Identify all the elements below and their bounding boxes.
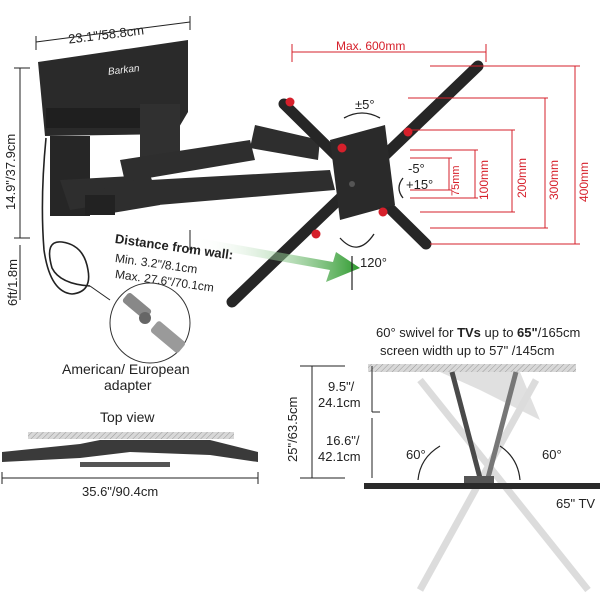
adapter-label-line2: adapter [104,377,152,393]
vesa-400-label: 400mm [577,161,591,202]
rotation-label: 120° [360,255,387,270]
vesa-300-label: 300mm [547,159,561,200]
cable [41,137,91,295]
right-angle-label: 60° [542,447,562,462]
tv-size-label: 65" TV [556,496,596,511]
upper-dim-line2: 24.1cm [318,395,361,410]
vesa-dimension-lines [291,44,580,245]
vesa-75-label: 75mm [450,165,462,196]
adapter-image [109,282,191,364]
cable-length-label: 6ft/1.8m [5,259,20,306]
lower-dim-line1: 16.6"/ [326,433,360,448]
distance-arrow [195,238,360,282]
swivel-minus-label: -5° [408,161,425,176]
upper-dim-line1: 9.5"/ [328,379,355,394]
left-angle-label: 60° [406,447,426,462]
swivel-note-line2: screen width up to 57" /145cm [380,343,555,358]
top-view-width: 35.6"/90.4cm [82,484,159,499]
lower-dim-line2: 42.1cm [318,449,361,464]
swivel-plus-label: +15° [406,177,434,192]
total-height-label: 25"/63.5cm [285,396,300,462]
top-view-title: Top view [100,409,155,425]
vesa-200-label: 200mm [515,157,529,198]
vesa-100-label: 100mm [477,159,491,200]
max-width-label: Max. 600mm [336,39,406,53]
tilt-angle-label: ±5° [355,97,375,112]
swivel-side-view [300,364,600,593]
left-height-label: 14.9"/37.9cm [3,133,18,210]
top-view-diagram [1,432,259,484]
mount-arms [60,125,335,215]
adapter-label-line1: American/ European [62,361,190,377]
vesa-bracket [226,60,484,308]
swivel-note-line1: 60° swivel for TVs up to 65"/165cm [376,325,581,340]
